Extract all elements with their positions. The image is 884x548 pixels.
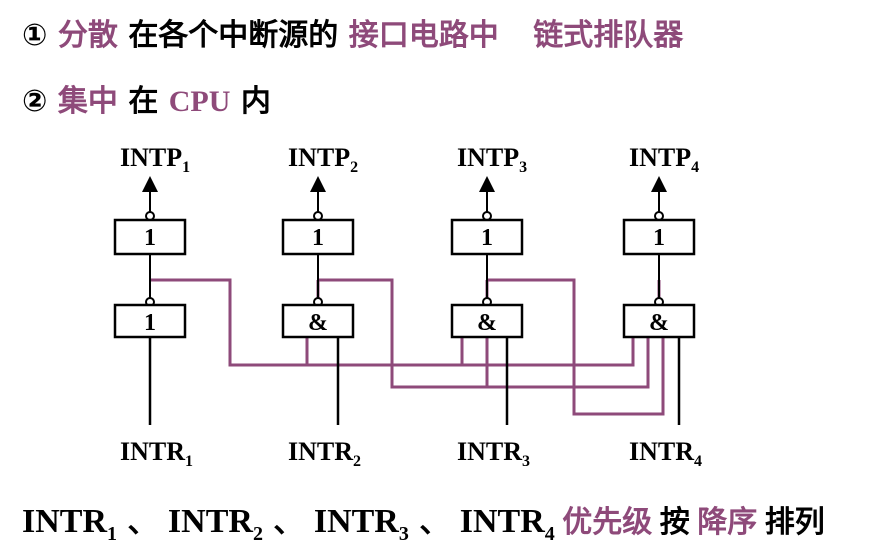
upper-gate-label-4: 1 bbox=[653, 225, 665, 251]
output-label-sub-4: 4 bbox=[691, 159, 699, 176]
centralized-keyword: 集中 bbox=[57, 84, 118, 119]
lower-gate-label-1: 1 bbox=[144, 310, 156, 336]
output-label-1: INTP1 bbox=[120, 143, 190, 176]
lower-gate-label-3: & bbox=[477, 310, 497, 336]
lower-gate-3 bbox=[450, 303, 524, 339]
output-label-4: INTP4 bbox=[629, 143, 699, 176]
output-label-sub-1: 1 bbox=[182, 159, 190, 176]
output-label-sub-2: 2 bbox=[350, 159, 358, 176]
chain-wire-1 bbox=[150, 278, 635, 367]
descending-keyword: 降序 bbox=[697, 505, 758, 540]
input-label-2: INTR2 bbox=[288, 437, 361, 470]
item-2-marker: ② bbox=[22, 84, 48, 119]
output-label-3: INTP3 bbox=[457, 143, 527, 176]
arrange-text: 排列 bbox=[764, 505, 825, 540]
lower-gate-label-4: & bbox=[649, 310, 669, 336]
item-1-middle-text: 在各个中断源的 bbox=[128, 18, 339, 53]
heading-item-2: ② 集中 在 CPU 内 bbox=[22, 76, 271, 120]
lower-gate-2 bbox=[281, 303, 355, 339]
item-2-middle-text: 在 bbox=[128, 84, 159, 119]
output-label-2: INTP2 bbox=[288, 143, 358, 176]
chain-wire-3 bbox=[487, 278, 665, 416]
priority-keyword: 优先级 bbox=[562, 505, 653, 540]
lower-gate-label-2: & bbox=[308, 310, 328, 336]
footer-intr-1: INTR1 bbox=[22, 503, 118, 545]
output-label-sub-3: 3 bbox=[519, 159, 527, 176]
chain-wire-2 bbox=[318, 278, 650, 389]
upper-gate-4 bbox=[622, 218, 696, 256]
lower-gate-4 bbox=[622, 303, 696, 339]
input-label-3: INTR3 bbox=[457, 437, 530, 470]
cpu-keyword: CPU bbox=[168, 85, 231, 118]
by-text: 按 bbox=[659, 505, 690, 540]
channel-4: INTP4 1 & INTR4 bbox=[622, 143, 702, 470]
footer-intr-sub-3: 3 bbox=[398, 522, 409, 545]
input-label-sub-3: 3 bbox=[522, 453, 530, 470]
channel-2: INTP2 1 & INTR2 bbox=[281, 143, 361, 470]
footer-intr-2: INTR2 bbox=[167, 503, 263, 545]
input-label-1: INTR1 bbox=[120, 437, 193, 470]
footer-intr-sub-4: 4 bbox=[544, 522, 555, 545]
input-label-4: INTR4 bbox=[629, 437, 702, 470]
footer-separator: 、 bbox=[408, 505, 460, 540]
upper-gate-label-3: 1 bbox=[481, 225, 493, 251]
upper-gate-1 bbox=[113, 218, 187, 256]
footer-intr-3: INTR3 bbox=[313, 503, 409, 545]
footer-intr-list: INTR1 、 INTR2 、 INTR3 、 INTR4 bbox=[22, 503, 562, 545]
lower-gate-1 bbox=[113, 303, 187, 339]
distributed-keyword: 分散 bbox=[57, 18, 118, 53]
channel-3: INTP3 1 & INTR3 bbox=[450, 143, 530, 470]
chain-queue-keyword: 链式排队器 bbox=[533, 18, 684, 53]
footer-separator: 、 bbox=[262, 505, 314, 540]
heading-item-1: ① 分散 在各个中断源的 接口电路中 链式排队器 bbox=[22, 10, 683, 54]
footer-intr-sub-2: 2 bbox=[252, 522, 263, 545]
item-2-tail-text: 内 bbox=[240, 84, 271, 119]
upper-gate-3 bbox=[450, 218, 524, 256]
upper-gate-label-1: 1 bbox=[144, 225, 156, 251]
chain-wiring bbox=[150, 278, 665, 416]
item-1-marker: ① bbox=[22, 18, 48, 53]
input-label-sub-2: 2 bbox=[353, 453, 361, 470]
footer-separator: 、 bbox=[117, 505, 168, 540]
footer-intr-4: INTR4 bbox=[459, 503, 555, 545]
input-label-sub-1: 1 bbox=[185, 453, 193, 470]
interface-circuit-keyword: 接口电路中 bbox=[348, 18, 499, 53]
upper-gate-label-2: 1 bbox=[312, 225, 324, 251]
input-label-sub-4: 4 bbox=[694, 453, 702, 470]
footer-intr-sub-1: 1 bbox=[107, 522, 118, 545]
priority-statement: INTR1 、 INTR2 、 INTR3 、 INTR4 优先级 按 降序 排… bbox=[22, 497, 825, 546]
